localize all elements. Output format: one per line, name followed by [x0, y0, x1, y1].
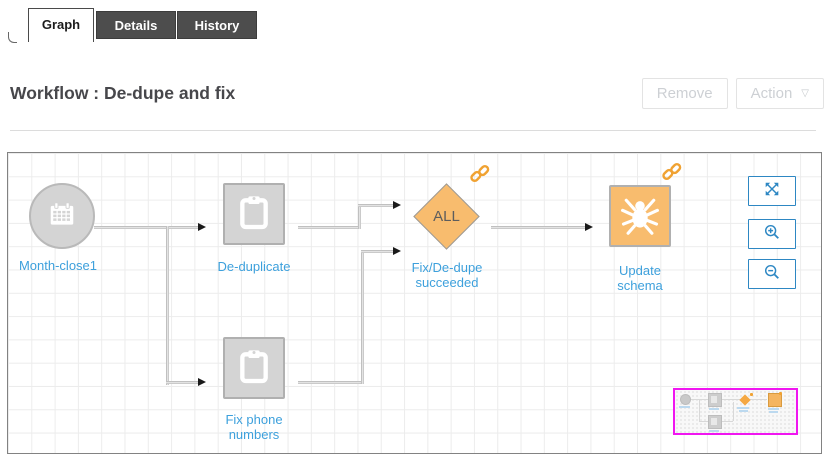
minimap-node-activity: [708, 393, 722, 407]
broken-link-icon: [469, 163, 491, 185]
tab-graph[interactable]: Graph: [28, 8, 94, 42]
minimap-label-dash: [739, 410, 748, 412]
arrowhead-icon: [393, 247, 401, 255]
toolbar: Remove Action ▽: [641, 78, 824, 109]
header-divider: [10, 130, 816, 131]
edge-dedup-riser: [358, 204, 361, 229]
minimap-status-dot: [750, 393, 753, 396]
node-de-duplicate[interactable]: [223, 183, 285, 245]
zoom-out-button[interactable]: [748, 259, 796, 289]
clipboard-icon: [234, 346, 274, 391]
caret-down-icon: ▽: [801, 88, 809, 99]
edge-dedup-out: [298, 226, 360, 229]
minimap-edge: [733, 402, 734, 421]
arrowhead-icon: [198, 223, 206, 231]
zoom-in-button[interactable]: [748, 219, 796, 249]
edge-schedule-to-fixphone: [166, 381, 198, 384]
minimap-edge: [699, 399, 700, 421]
minimap-label-dash: [768, 408, 779, 410]
clipboard-icon: [234, 192, 274, 237]
action-button-label: Action: [750, 85, 793, 102]
node-label-fix-dedupe-succeeded[interactable]: Fix/De-dupe succeeded: [411, 260, 483, 290]
remove-button[interactable]: Remove: [641, 78, 728, 109]
minimap-edge: [721, 399, 740, 400]
minimap-edge: [750, 399, 767, 400]
edge-schedule-to-dedup: [94, 226, 198, 229]
minimap-label-dash: [679, 406, 690, 408]
node-fix-phone-numbers[interactable]: [223, 337, 285, 399]
edge-precondition-to-update: [491, 226, 585, 229]
minimap-node-schedule: [680, 394, 691, 405]
node-label-month-close1[interactable]: Month-close1: [18, 258, 98, 273]
minimap-node-activity: [708, 415, 722, 429]
minimap-node-precondition: [739, 394, 751, 406]
minimap-status-dot: [779, 392, 782, 395]
fit-view-button[interactable]: [748, 176, 796, 206]
minimap-label-dash: [709, 408, 719, 410]
arrowhead-icon: [198, 378, 206, 386]
expand-icon: [763, 180, 781, 203]
tab-history[interactable]: History: [177, 11, 257, 39]
node-label-update-schema[interactable]: Update schema: [617, 263, 663, 293]
spider-icon: [618, 192, 662, 241]
minimap[interactable]: [673, 388, 798, 435]
minimap-label-dash: [769, 411, 778, 413]
calendar-icon: [47, 199, 77, 234]
tab-bar-edge: [8, 32, 17, 43]
node-label-de-duplicate[interactable]: De-duplicate: [217, 259, 291, 274]
workflow-canvas[interactable]: Month-close1 De-duplicate Fix: [7, 152, 822, 454]
edge-fixphone-out: [298, 381, 363, 384]
node-label-fix-phone-numbers[interactable]: Fix phone numbers: [225, 412, 283, 442]
edge-schedule-branch: [166, 226, 169, 385]
arrowhead-icon: [393, 201, 401, 209]
edge-fixphone-riser: [361, 250, 364, 384]
zoom-out-icon: [763, 263, 781, 286]
node-month-close1[interactable]: [29, 183, 95, 249]
zoom-in-icon: [763, 223, 781, 246]
edge-fixphone-to-precondition: [361, 250, 393, 253]
page-title: Workflow : De-dupe and fix: [10, 83, 236, 103]
action-button[interactable]: Action ▽: [735, 78, 824, 109]
node-update-schema[interactable]: [609, 185, 671, 247]
minimap-node-action: [768, 393, 782, 407]
minimap-label-dash: [737, 407, 749, 409]
minimap-edge: [721, 421, 733, 422]
minimap-edge: [699, 421, 708, 422]
minimap-label-dash: [709, 430, 719, 432]
precondition-badge: ALL: [433, 208, 460, 225]
edge-dedup-to-precondition: [358, 204, 393, 207]
tab-details[interactable]: Details: [96, 11, 176, 39]
broken-link-icon: [661, 161, 683, 183]
arrowhead-icon: [585, 223, 593, 231]
